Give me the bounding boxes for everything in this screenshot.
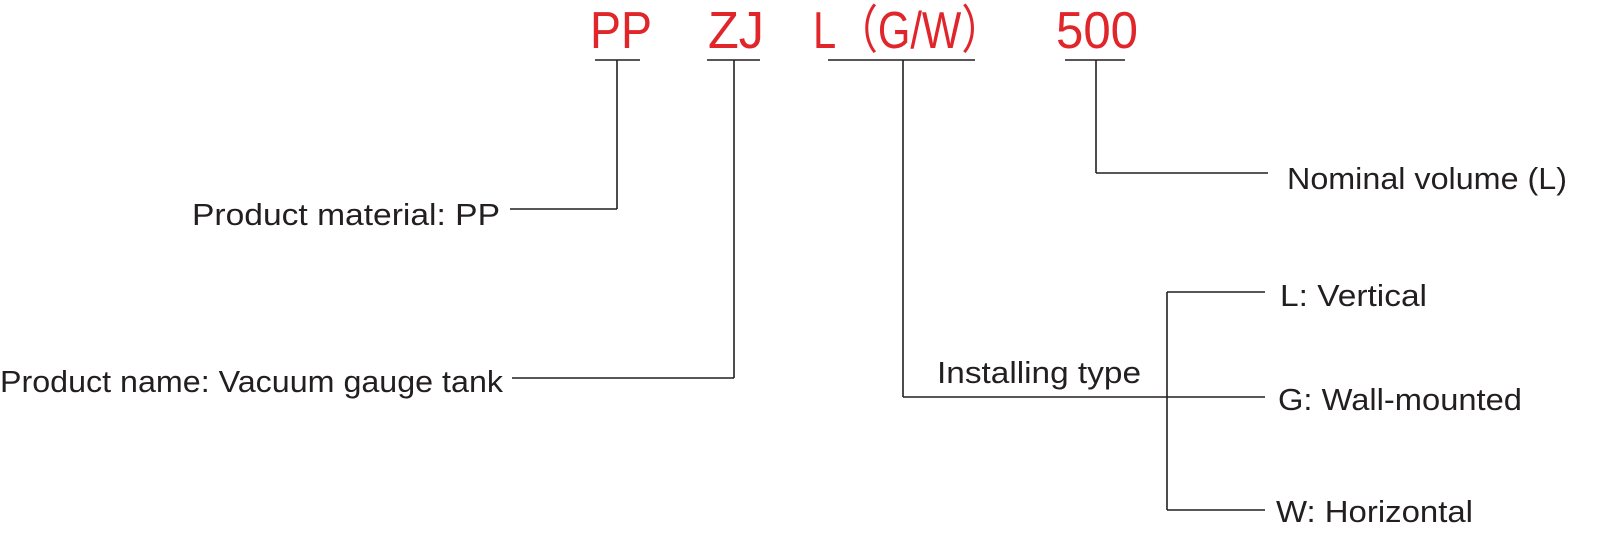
leader-material (510, 59, 640, 210)
code-material: PP (590, 2, 652, 60)
option-horizontal: W: Horizontal (1276, 494, 1473, 529)
label-name: Product name: Vacuum gauge tank (0, 364, 504, 399)
label-volume: Nominal volume (L) (1287, 161, 1567, 196)
option-wall-mounted: G: Wall-mounted (1278, 382, 1522, 417)
label-material: Product material: PP (192, 197, 500, 232)
label-installing-type: Installing type (937, 355, 1141, 390)
leader-type (828, 59, 1265, 511)
code-type: L（G/W） (813, 2, 1003, 60)
leader-name (512, 59, 760, 379)
leader-volume (1065, 59, 1268, 174)
code-volume: 500 (1056, 2, 1138, 60)
code-name: ZJ (708, 2, 764, 60)
option-vertical: L: Vertical (1280, 278, 1427, 313)
